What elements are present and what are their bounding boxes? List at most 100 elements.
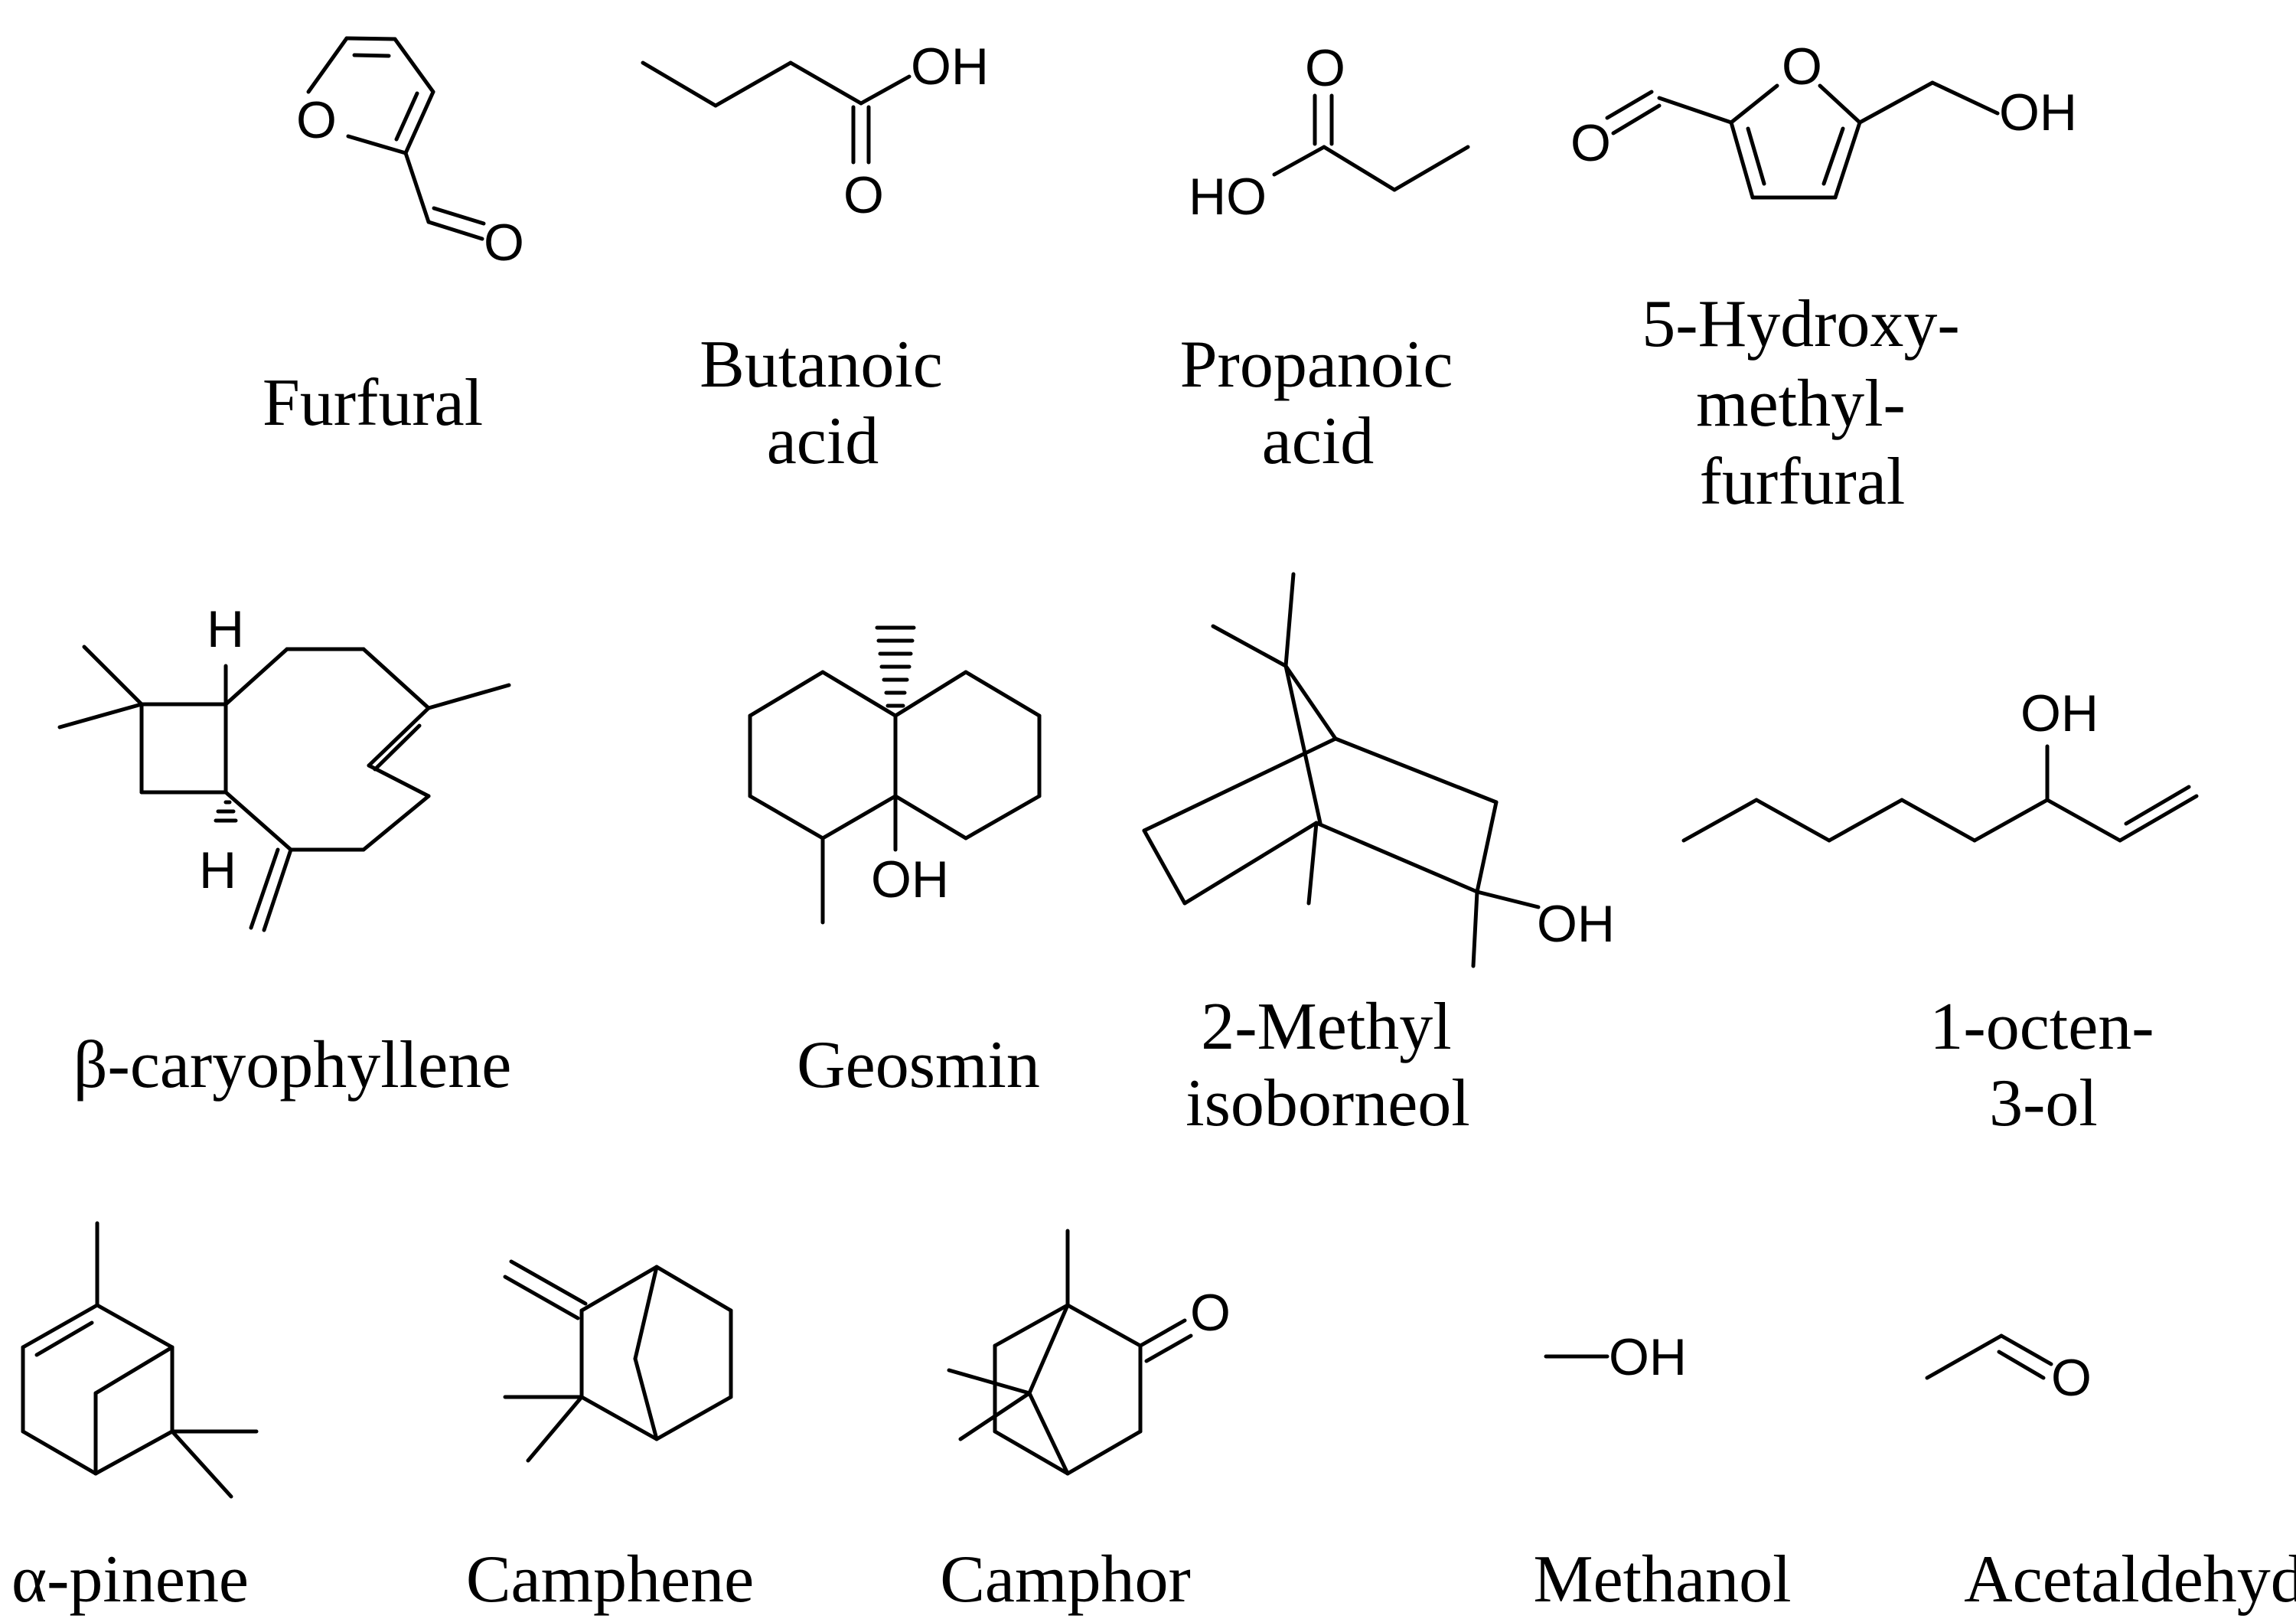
bond <box>367 706 431 768</box>
bond <box>788 60 863 106</box>
bond <box>1392 145 1470 192</box>
hydroxyl-group: OH <box>1609 1328 1687 1386</box>
bond <box>713 60 793 108</box>
bond <box>893 794 968 841</box>
bond <box>1283 664 1338 741</box>
camphene-structure <box>503 1259 733 1463</box>
oxygen-atom: O <box>1190 1284 1231 1342</box>
bond <box>1900 798 1977 843</box>
bond <box>893 670 968 718</box>
hmf-structure: O O OH <box>1570 38 2077 200</box>
bond <box>1729 120 1755 200</box>
compound-name-butanoic-acid: Butanoic acid <box>700 328 946 478</box>
bond <box>1314 821 1479 894</box>
bond <box>361 794 431 852</box>
bond <box>633 1265 659 1361</box>
ring-oxygen-atom: O <box>1782 38 1822 96</box>
bond <box>1283 572 1296 668</box>
bond <box>346 134 408 155</box>
bond <box>1818 83 1862 125</box>
bond <box>1142 736 1338 833</box>
bond <box>1833 120 1862 200</box>
bond <box>526 1395 584 1463</box>
hydrogen-atom: H <box>199 841 236 899</box>
bond <box>432 206 486 226</box>
bond <box>170 1429 233 1499</box>
bond <box>34 1320 94 1357</box>
propanoic-acid-structure: O HO <box>1189 39 1470 226</box>
hydroxyl-group: HO <box>1189 168 1267 226</box>
bond <box>503 1275 580 1320</box>
bond <box>1065 1429 1143 1476</box>
bond <box>1930 80 2000 116</box>
bond <box>633 1356 659 1441</box>
oxygen-atom: O <box>2051 1349 2092 1407</box>
bond <box>820 670 898 718</box>
bond <box>262 847 293 932</box>
bond <box>1333 736 1499 805</box>
bond <box>394 91 419 142</box>
geosmin-structure: OH <box>748 625 1042 925</box>
bond <box>1182 821 1319 906</box>
bond <box>1997 1350 2046 1380</box>
alpha-pinene-structure <box>21 1221 259 1499</box>
bond <box>403 90 435 155</box>
compound-name-beta-caryophyllene: β-caryophyllene <box>73 1028 512 1102</box>
compound-name-1-octen-3-ol: 1-octen- 3-ol <box>1929 990 2157 1141</box>
bond <box>1211 624 1288 668</box>
bond <box>223 790 293 852</box>
bond <box>2045 798 2122 843</box>
bond <box>820 794 898 841</box>
bond <box>1681 798 1759 843</box>
bond <box>654 1395 733 1441</box>
bond <box>95 1303 174 1350</box>
bond <box>1475 889 1541 909</box>
1-octen-3-ol-structure: OH <box>1681 684 2199 843</box>
bond <box>373 723 422 772</box>
bond <box>509 1259 588 1306</box>
bond <box>393 37 435 94</box>
bond <box>1283 664 1322 825</box>
hydrogen-atom: H <box>207 600 244 658</box>
bond <box>748 670 825 718</box>
bond <box>964 670 1042 718</box>
bond <box>641 60 718 108</box>
compound-name-propanoic-acid: Propanoic acid <box>1180 328 1456 478</box>
bond <box>1027 1303 1070 1395</box>
bond <box>1142 828 1187 906</box>
bond <box>993 1303 1070 1348</box>
hydroxyl-group: OH <box>871 850 949 909</box>
bond <box>579 1265 659 1313</box>
furfural-structure: O O <box>296 36 524 272</box>
butanoic-acid-structure: OH O <box>641 38 989 224</box>
bond <box>93 1429 174 1476</box>
bond <box>579 1395 659 1441</box>
bond <box>1821 126 1845 186</box>
hydroxyl-group: OH <box>1537 895 1615 953</box>
camphor-structure: O <box>947 1229 1231 1476</box>
hydroxyl-group: OH <box>2020 684 2099 743</box>
bond <box>1065 1303 1143 1348</box>
2-methylisoborneol-structure: OH <box>1142 572 1615 968</box>
bond <box>1729 83 1779 125</box>
bond <box>344 36 397 41</box>
bond <box>1972 798 2050 843</box>
bond <box>1138 1318 1187 1348</box>
bond <box>947 1368 1032 1395</box>
bond <box>2118 794 2199 843</box>
bond <box>426 220 484 241</box>
compound-name-methanol: Methanol <box>1533 1542 1791 1617</box>
bond <box>426 683 511 710</box>
bond <box>1746 126 1766 186</box>
bond <box>993 1429 1070 1476</box>
compound-name-2-methylisoborneol: 2-Methyl isoborneol <box>1186 990 1470 1141</box>
oxygen-atom: O <box>296 91 337 149</box>
bond <box>367 763 431 798</box>
bond <box>1827 798 1904 843</box>
compound-name-alpha-pinene: α-pinene <box>11 1542 249 1617</box>
bond <box>21 1303 99 1350</box>
bond <box>249 847 280 930</box>
bond <box>403 151 431 224</box>
bond <box>223 647 289 707</box>
